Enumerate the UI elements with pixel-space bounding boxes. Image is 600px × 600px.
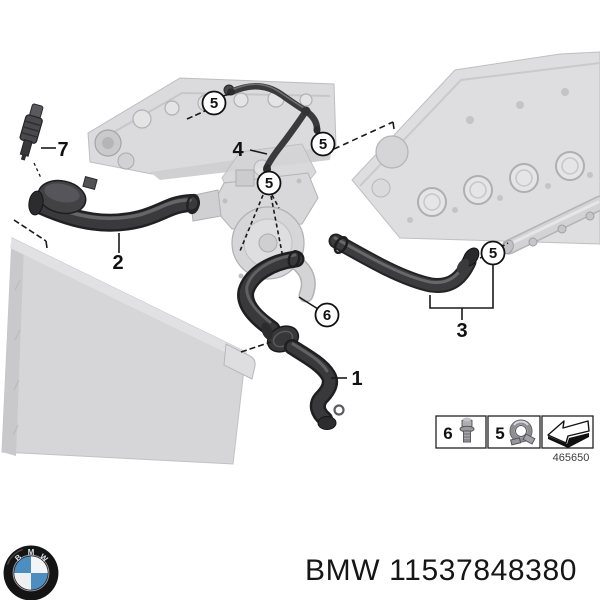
callout-5-rail: 5 xyxy=(480,240,506,266)
callout-6: 6 xyxy=(314,302,340,328)
hose-2-radiator-ring xyxy=(28,190,44,216)
callout-5-center: 5 xyxy=(256,170,282,196)
callout-2: 2 xyxy=(112,252,123,274)
svg-text:5: 5 xyxy=(265,175,273,192)
roundel-letter-b: B xyxy=(13,552,23,563)
hose-1-retainer-ring xyxy=(333,404,345,416)
hose-1-clamp xyxy=(287,249,301,269)
fuel-rail xyxy=(501,195,600,255)
hose-1 xyxy=(237,249,345,430)
roundel-quadrant-blue-tl xyxy=(14,556,31,573)
callout-5-right: 5 xyxy=(310,131,336,157)
roundel-letter-m: M xyxy=(28,548,35,557)
svg-text:6: 6 xyxy=(323,307,331,324)
roundel-quadrant-white-tr xyxy=(31,556,48,573)
callout-3: 3 xyxy=(456,320,467,342)
callout-1: 1 xyxy=(351,368,362,390)
bmw-roundel: B M W xyxy=(3,545,59,600)
callout-7: 7 xyxy=(57,139,68,161)
circled-callouts: 5 5 5 5 6 xyxy=(201,90,506,328)
hose-3-clamp xyxy=(333,235,349,255)
legend-ref-5: 5 xyxy=(495,424,504,443)
svg-text:5: 5 xyxy=(489,245,497,262)
callout-4: 4 xyxy=(232,139,244,161)
part-number-text: 11537848380 xyxy=(389,554,578,587)
flange-bolt-icon xyxy=(459,417,475,443)
svg-text:5: 5 xyxy=(319,136,327,153)
svg-text:5: 5 xyxy=(210,95,218,112)
hose-2 xyxy=(28,176,200,232)
cylinder-head xyxy=(351,51,600,245)
hose-1-end-flange xyxy=(317,416,337,430)
brand-text: BMW xyxy=(305,554,381,587)
roundel-quadrant-blue-br xyxy=(31,573,48,590)
legend: 6 5 465650 xyxy=(435,415,594,464)
hose-clamp-icon xyxy=(509,419,536,446)
hose-2-clamp xyxy=(186,193,200,215)
radiator xyxy=(1,237,256,465)
temperature-sensor xyxy=(19,103,44,161)
leader-lines xyxy=(13,93,509,379)
callout-5-top: 5 xyxy=(201,90,227,116)
radiator-filler-neck xyxy=(223,343,256,380)
legend-ref-6: 6 xyxy=(443,424,452,443)
drawing-number: 465650 xyxy=(553,452,590,464)
radiator-side-tank xyxy=(2,238,24,456)
roundel-quadrant-white-bl xyxy=(14,573,31,590)
bmw-logo: B M W xyxy=(3,545,59,600)
sensor-port xyxy=(82,176,98,190)
direction-arrow-icon xyxy=(547,420,590,448)
roundel-letter-w: W xyxy=(38,552,50,564)
hose-3 xyxy=(328,233,480,293)
legend-cell-6 xyxy=(435,415,487,449)
